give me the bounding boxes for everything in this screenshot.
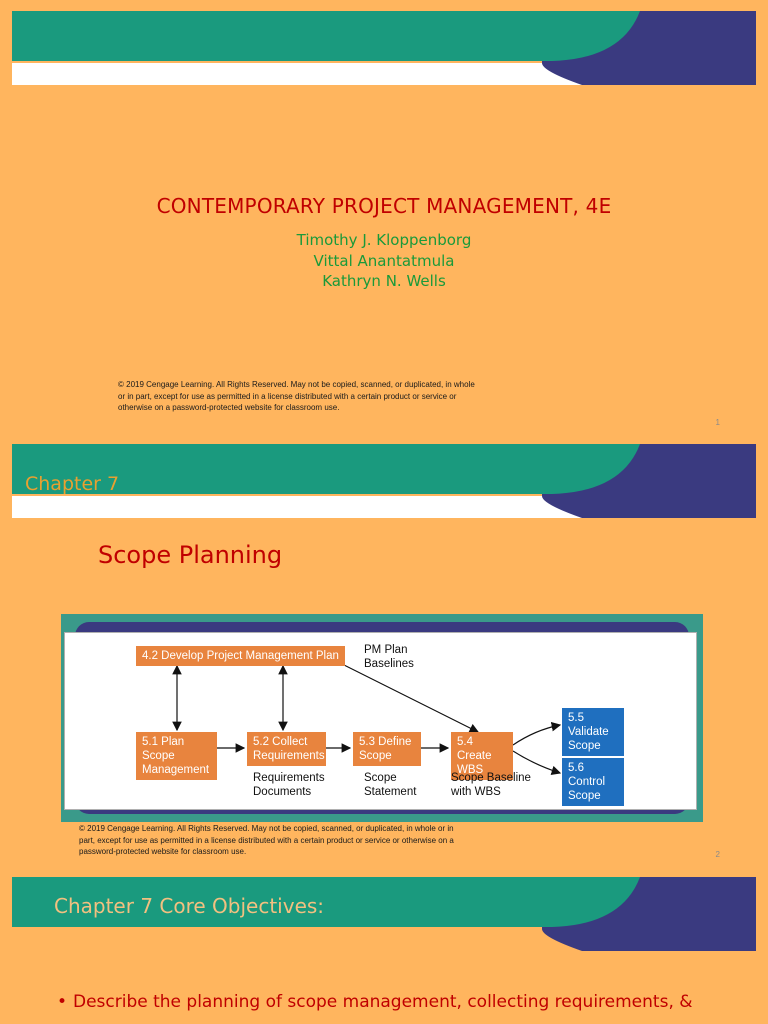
diagram-arrows <box>172 655 562 776</box>
box-line: 5.5 Validate <box>568 712 609 738</box>
slide-number: 2 <box>715 850 720 859</box>
box-line: Scope <box>568 740 601 752</box>
author-2: Vittal Anantatmula <box>313 252 455 270</box>
box-5-2: 5.2 Collect Requirements <box>247 732 326 766</box>
label-line: with WBS <box>451 786 501 798</box>
label-line: Baselines <box>364 658 414 670</box>
box-5-1: 5.1 Plan Scope Management <box>136 732 217 780</box>
box-line: 5.4 Create <box>457 736 492 762</box>
author-3: Kathryn N. Wells <box>322 272 446 290</box>
copyright-line: otherwise on a password-protected websit… <box>118 403 340 412</box>
label-line: Scope Baseline <box>451 772 531 784</box>
slide-3: Chapter 7 Core Objectives: •Describe the… <box>0 867 768 1024</box>
box-4-2: 4.2 Develop Project Management Plan <box>136 646 345 666</box>
label-line: Scope <box>364 772 397 784</box>
bullet-marker: • <box>57 992 68 1012</box>
arrow-54-56 <box>512 750 562 776</box>
label-line: PM Plan <box>364 644 408 656</box>
box-line: 5.6 Control <box>568 762 606 788</box>
banner-graphic <box>12 444 756 518</box>
slide-1: CONTEMPORARY PROJECT MANAGEMENT, 4E Timo… <box>0 0 768 434</box>
copyright-line: © 2019 Cengage Learning. All Rights Rese… <box>118 380 475 389</box>
slide-2: Chapter 7 Scope Planning 4.2 Develop Pro… <box>0 434 768 867</box>
label-pm-plan: PM Plan Baselines <box>364 643 414 671</box>
label-scope-statement: Scope Statement <box>364 771 416 799</box>
slide-title: Chapter 7 Core Objectives: <box>54 894 325 918</box>
label-scope-baseline: Scope Baseline with WBS <box>451 771 531 799</box>
copyright-line: or in part, except for use as permitted … <box>118 391 457 401</box>
label-line: Documents <box>253 786 312 798</box>
copyright-notice: © 2019 Cengage Learning. All Rights Rese… <box>118 379 475 414</box>
label-line: Statement <box>364 786 417 798</box>
box-5-5: 5.5 Validate Scope <box>562 708 624 756</box>
objective-bullet: •Describe the planning of scope manageme… <box>57 992 693 1012</box>
box-line: 5.3 Define <box>359 736 412 748</box>
header-banner <box>12 11 756 85</box>
label-line: Requirements <box>253 772 325 784</box>
copyright-line: part, except for use as permitted in a l… <box>79 835 454 845</box>
box-line: Management <box>142 764 210 776</box>
box-5-3: 5.3 Define Scope <box>353 732 421 766</box>
box-line: Scope <box>568 790 601 802</box>
slide-title: Scope Planning <box>98 541 283 569</box>
author-1: Timothy J. Kloppenborg <box>296 231 472 249</box>
book-title: CONTEMPORARY PROJECT MANAGEMENT, 4E <box>156 194 612 218</box>
copyright-line: © 2019 Cengage Learning. All Rights Rese… <box>79 824 454 833</box>
banner-graphic <box>12 11 756 85</box>
box-line: 5.1 Plan Scope <box>142 736 185 762</box>
box-line: Scope <box>359 750 392 762</box>
chapter-label: Chapter 7 <box>25 473 120 495</box>
arrow-42-54 <box>324 655 480 733</box>
copyright-notice: © 2019 Cengage Learning. All Rights Rese… <box>79 823 454 858</box>
arrow-54-55 <box>512 721 562 746</box>
box-5-6: 5.6 Control Scope <box>562 758 624 806</box>
box-line: 5.2 Collect <box>253 736 308 748</box>
box-5-4: 5.4 Create WBS <box>451 732 513 780</box>
header-banner <box>12 877 756 951</box>
banner-graphic <box>12 877 756 951</box>
label-requirements-documents: Requirements Documents <box>253 771 325 799</box>
slide-number: 1 <box>715 418 720 427</box>
box-line: WBS <box>457 764 484 776</box>
box-line: Requirements <box>253 750 325 762</box>
header-banner <box>12 444 756 518</box>
copyright-line: password-protected website for classroom… <box>79 847 247 856</box>
bullet-text: Describe the planning of scope managemen… <box>73 992 693 1012</box>
